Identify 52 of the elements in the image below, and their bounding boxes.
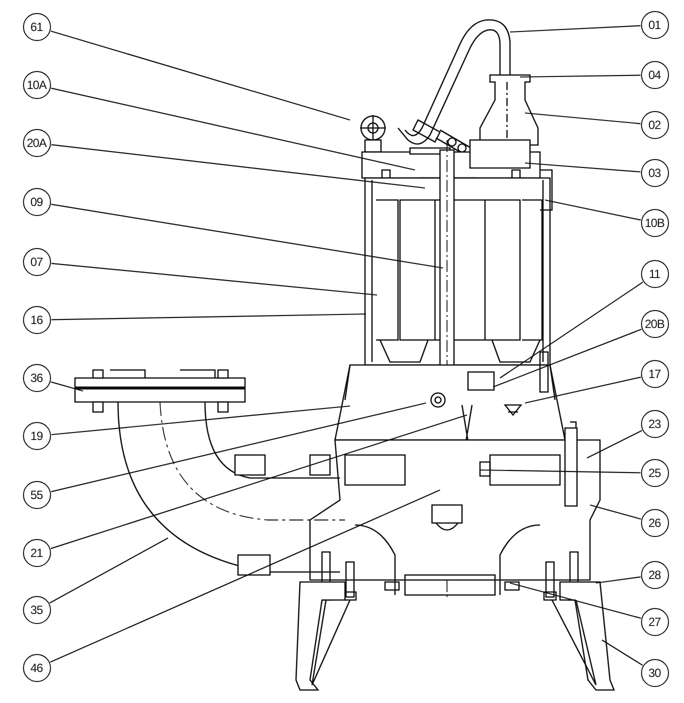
callout-number: 30 bbox=[640, 658, 668, 686]
callout-number: 02 bbox=[640, 110, 668, 138]
leader-line bbox=[524, 376, 641, 404]
leader-line bbox=[544, 199, 641, 221]
leader-line bbox=[602, 640, 643, 666]
leader-line bbox=[520, 74, 640, 78]
leader-line bbox=[49, 538, 168, 604]
callout-number: 26 bbox=[640, 508, 668, 536]
leader-line bbox=[51, 405, 350, 436]
leader-line bbox=[51, 204, 444, 269]
leader-line bbox=[586, 430, 642, 458]
leader-line bbox=[480, 469, 640, 474]
callout-number: 04 bbox=[640, 60, 668, 88]
leader-line bbox=[52, 313, 366, 320]
callout-number: 19 bbox=[22, 422, 50, 450]
callout-number: 20A bbox=[22, 128, 50, 156]
callout-number: 17 bbox=[640, 360, 668, 388]
leader-line bbox=[524, 162, 641, 172]
callout-number: 21 bbox=[22, 538, 50, 566]
leader-line bbox=[51, 262, 378, 296]
callout-number: 28 bbox=[640, 560, 668, 588]
leader-line bbox=[510, 582, 642, 619]
leader-line bbox=[50, 381, 84, 392]
callout-number: 10A bbox=[22, 70, 50, 98]
leader-line bbox=[51, 144, 426, 189]
callout-number: 07 bbox=[22, 248, 50, 276]
callout-number: 03 bbox=[640, 158, 668, 186]
leader-line bbox=[524, 112, 641, 124]
leader-line bbox=[596, 576, 641, 584]
leader-line bbox=[50, 414, 468, 550]
leader-line bbox=[590, 504, 642, 520]
callout-number: 27 bbox=[640, 608, 668, 636]
callout-number: 16 bbox=[22, 306, 50, 334]
leader-line bbox=[50, 30, 350, 121]
callout-number: 46 bbox=[22, 654, 50, 682]
callout-number: 61 bbox=[22, 12, 50, 40]
callout-number: 35 bbox=[22, 596, 50, 624]
callout-number: 23 bbox=[640, 410, 668, 438]
callout-number: 11 bbox=[640, 260, 668, 288]
callout-number: 20B bbox=[640, 310, 668, 338]
callout-number: 09 bbox=[22, 188, 50, 216]
callout-number: 01 bbox=[640, 10, 668, 38]
leader-line bbox=[50, 490, 440, 663]
leader-line bbox=[492, 328, 642, 388]
callout-number: 55 bbox=[22, 480, 50, 508]
callout-number: 25 bbox=[640, 458, 668, 486]
callout-number: 10B bbox=[640, 208, 668, 236]
callout-number: 36 bbox=[22, 364, 50, 392]
leader-line bbox=[510, 25, 641, 33]
leader-line bbox=[51, 88, 416, 171]
leader-line bbox=[500, 282, 644, 378]
leader-line bbox=[50, 402, 426, 492]
